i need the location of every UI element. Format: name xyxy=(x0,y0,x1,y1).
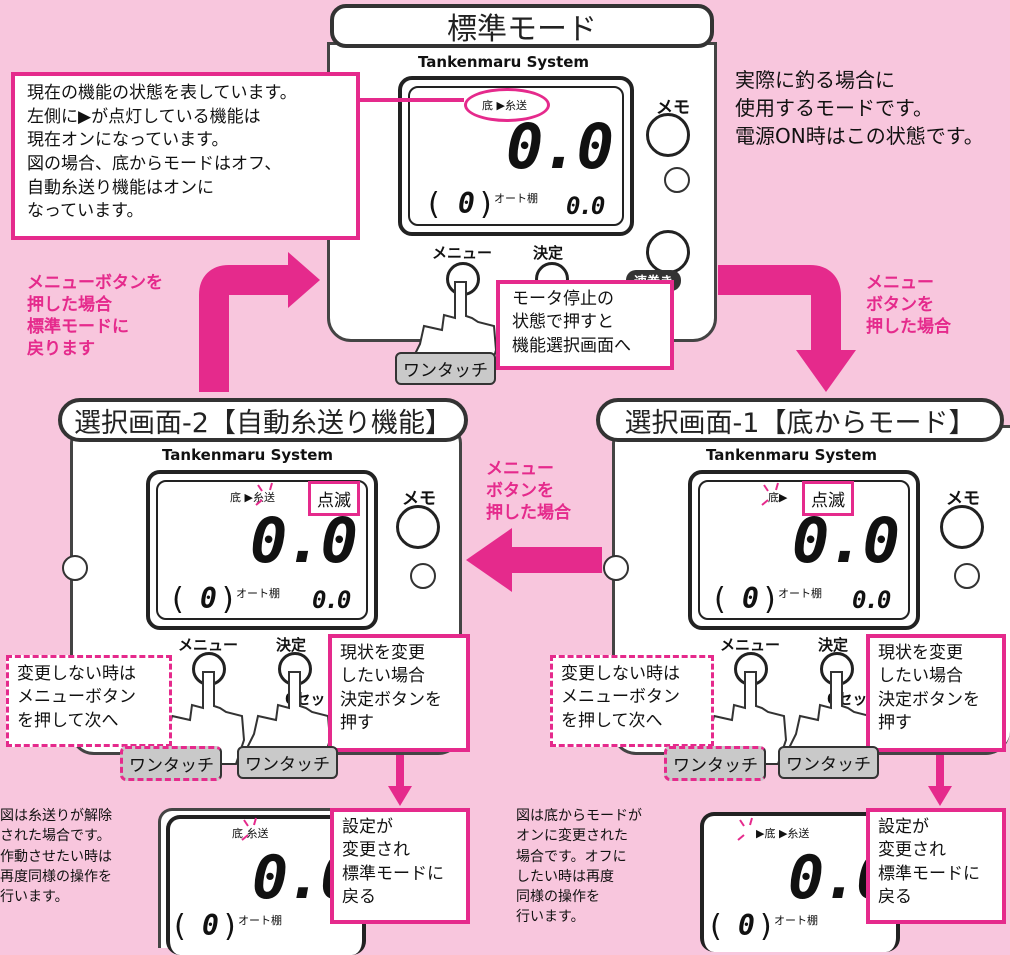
left-brand: Tankenmaru System xyxy=(162,446,334,464)
left-onetouch-a: ワンタッチ xyxy=(120,746,222,781)
left-blink-box: 点滅 xyxy=(308,481,360,516)
left-lcd-main: 0.0 xyxy=(250,504,358,577)
top-brand: Tankenmaru System xyxy=(418,53,590,71)
right-confirm-button[interactable] xyxy=(820,652,854,686)
right-memo-label: メモ xyxy=(946,489,980,509)
right-lcd-shelf-num: 0 xyxy=(742,582,759,615)
left-lcd-small: 0.0 xyxy=(312,586,351,614)
left-title: 選択画面-2【自動糸送り機能】 xyxy=(58,398,468,442)
right-title: 選択画面-1【底からモード】 xyxy=(596,398,1004,442)
right-confirm-label: 決定 xyxy=(818,636,849,654)
right-lcd-shelf-label: オート棚 xyxy=(778,587,822,600)
arrow-middle-head xyxy=(466,528,512,592)
arrow-right-caption: メニューボタンを押した場合 xyxy=(866,273,951,338)
right-change-note: 現状を変更したい場合決定ボタンを押す xyxy=(866,634,1006,752)
right-result-shelf-label: オート棚 xyxy=(774,914,818,927)
left-onetouch-b: ワンタッチ xyxy=(237,746,338,779)
left-lcd-shelf-label: オート棚 xyxy=(236,587,280,600)
top-confirm-label: 決定 xyxy=(533,244,564,262)
arrow-left-up-body xyxy=(199,265,290,392)
left-memo-button[interactable] xyxy=(396,505,440,549)
right-lcd-paren-open: ( xyxy=(714,582,726,617)
left-side-button[interactable] xyxy=(410,563,436,589)
arrow-left-result xyxy=(388,786,412,806)
top-onetouch-badge: ワンタッチ xyxy=(395,352,496,385)
right-lcd-paren-close: ) xyxy=(764,582,776,617)
left-lcd-indicator: 底 ▶糸送 xyxy=(230,491,275,504)
right-lcd-small: 0.0 xyxy=(852,586,891,614)
top-speed-button[interactable] xyxy=(646,230,690,274)
arrow-left-up-head xyxy=(288,252,320,308)
right-result-shelf-num: 0 xyxy=(738,909,755,942)
top-lcd-shelf-num: 0 xyxy=(458,187,475,220)
left-side-note: 図は糸送りが解除された場合です。作動させたい時は再度同様の操作を行います。 xyxy=(0,808,112,906)
left-result-paren-close: ) xyxy=(224,909,236,944)
left-result-shelf-num: 0 xyxy=(202,909,219,942)
right-result-indicator: ▶底 ▶糸送 xyxy=(756,827,810,840)
top-callout: モータ停止の状態で押すと機能選択画面へ xyxy=(496,280,674,370)
left-confirm-label: 決定 xyxy=(276,636,307,654)
right-onetouch-b: ワンタッチ xyxy=(778,746,879,779)
top-title: 標準モード xyxy=(330,4,714,48)
arrow-right-result xyxy=(928,786,952,806)
top-menu-label: メニュー xyxy=(432,244,493,262)
arrow-left-caption: メニューボタンを押した場合標準モードに戻ります xyxy=(27,273,163,360)
top-lcd-paren-close: ) xyxy=(480,187,492,222)
left-lcd-shelf-num: 0 xyxy=(200,582,217,615)
left-result-note: 設定が変更され標準モードに戻る xyxy=(330,808,470,924)
top-indicator-highlight xyxy=(464,88,550,122)
right-onetouch-a: ワンタッチ xyxy=(664,746,766,781)
right-edge-button[interactable] xyxy=(603,555,629,581)
left-confirm-button[interactable] xyxy=(278,652,312,686)
arrow-right-down-body xyxy=(718,265,841,352)
right-menu-label: メニュー xyxy=(720,636,781,654)
right-lcd-main: 0.0 xyxy=(792,504,900,577)
left-memo-label: メモ xyxy=(402,489,436,509)
right-skip-note: 変更しない時はメニューボタンを押して次へ xyxy=(550,655,714,747)
right-memo-button[interactable] xyxy=(940,505,984,549)
top-menu-button[interactable] xyxy=(446,262,480,296)
top-lcd-small: 0.0 xyxy=(566,192,605,220)
top-side-button[interactable] xyxy=(664,167,690,193)
left-result-paren-open: ( xyxy=(174,909,186,944)
top-lcd-shelf-label: オート棚 xyxy=(494,192,538,205)
top-lcd-paren-open: ( xyxy=(428,187,440,222)
top-explain-box: 現在の機能の状態を表しています。左側に▶が点灯している機能は現在オンになっていま… xyxy=(11,72,360,240)
top-lcd-main: 0.0 xyxy=(506,110,614,183)
right-result-paren-close: ) xyxy=(760,909,772,944)
left-result-indicator: 底 糸送 xyxy=(232,827,269,840)
arrow-middle-body xyxy=(510,547,602,573)
right-side-button[interactable] xyxy=(954,563,980,589)
arrow-right-down-head xyxy=(796,350,856,392)
left-menu-button[interactable] xyxy=(192,652,226,686)
right-result-note: 設定が変更され標準モードに戻る xyxy=(866,808,1006,924)
right-lcd-indicator: 底▶ xyxy=(768,491,788,504)
right-brand: Tankenmaru System xyxy=(706,446,878,464)
left-edge-button[interactable] xyxy=(62,555,88,581)
left-skip-note: 変更しない時はメニューボタンを押して次へ xyxy=(6,655,172,747)
left-lcd-paren-close: ) xyxy=(222,582,234,617)
right-result-paren-open: ( xyxy=(710,909,722,944)
top-usage-text: 実際に釣る場合に使用するモードです。電源ON時はこの状態です。 xyxy=(735,68,984,148)
top-memo-button[interactable] xyxy=(646,113,690,157)
right-blink-box: 点滅 xyxy=(802,481,854,516)
left-result-shelf-label: オート棚 xyxy=(238,914,282,927)
left-change-note: 現状を変更したい場合決定ボタンを押す xyxy=(328,634,470,752)
arrow-middle-caption: メニューボタンを押した場合 xyxy=(486,459,571,524)
right-side-note: 図は底からモードがオンに変更された場合です。オフにしたい時は再度同様の操作を行い… xyxy=(516,808,642,926)
right-menu-button[interactable] xyxy=(734,652,768,686)
left-lcd-paren-open: ( xyxy=(172,582,184,617)
left-menu-label: メニュー xyxy=(178,636,239,654)
